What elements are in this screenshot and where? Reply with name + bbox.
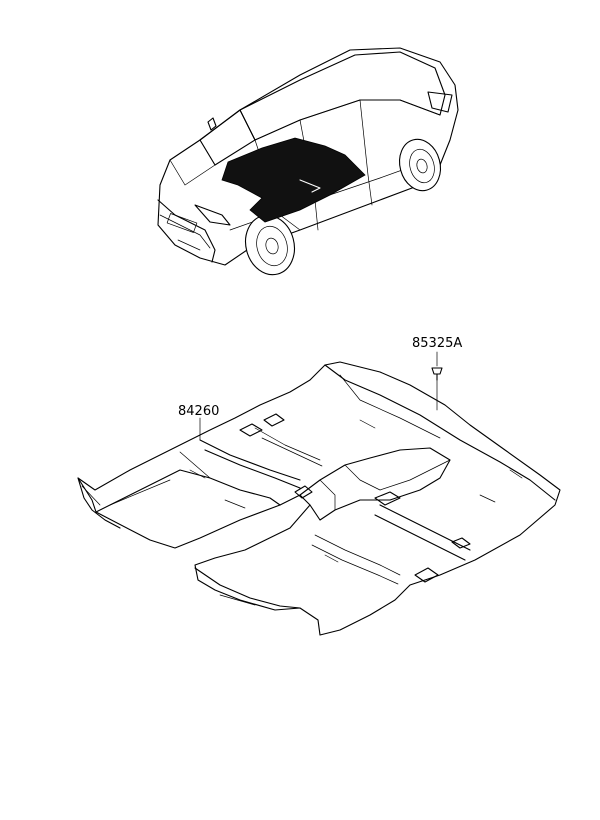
part-label-85325a: 85325A [412, 336, 462, 351]
carpet-highlight [221, 137, 366, 223]
part-label-84260: 84260 [178, 404, 219, 419]
rear-wheel [398, 138, 442, 192]
floor-carpet [77, 361, 561, 636]
clip-85325a [431, 367, 443, 381]
front-wheel [245, 214, 295, 276]
car-illustration [157, 47, 459, 276]
